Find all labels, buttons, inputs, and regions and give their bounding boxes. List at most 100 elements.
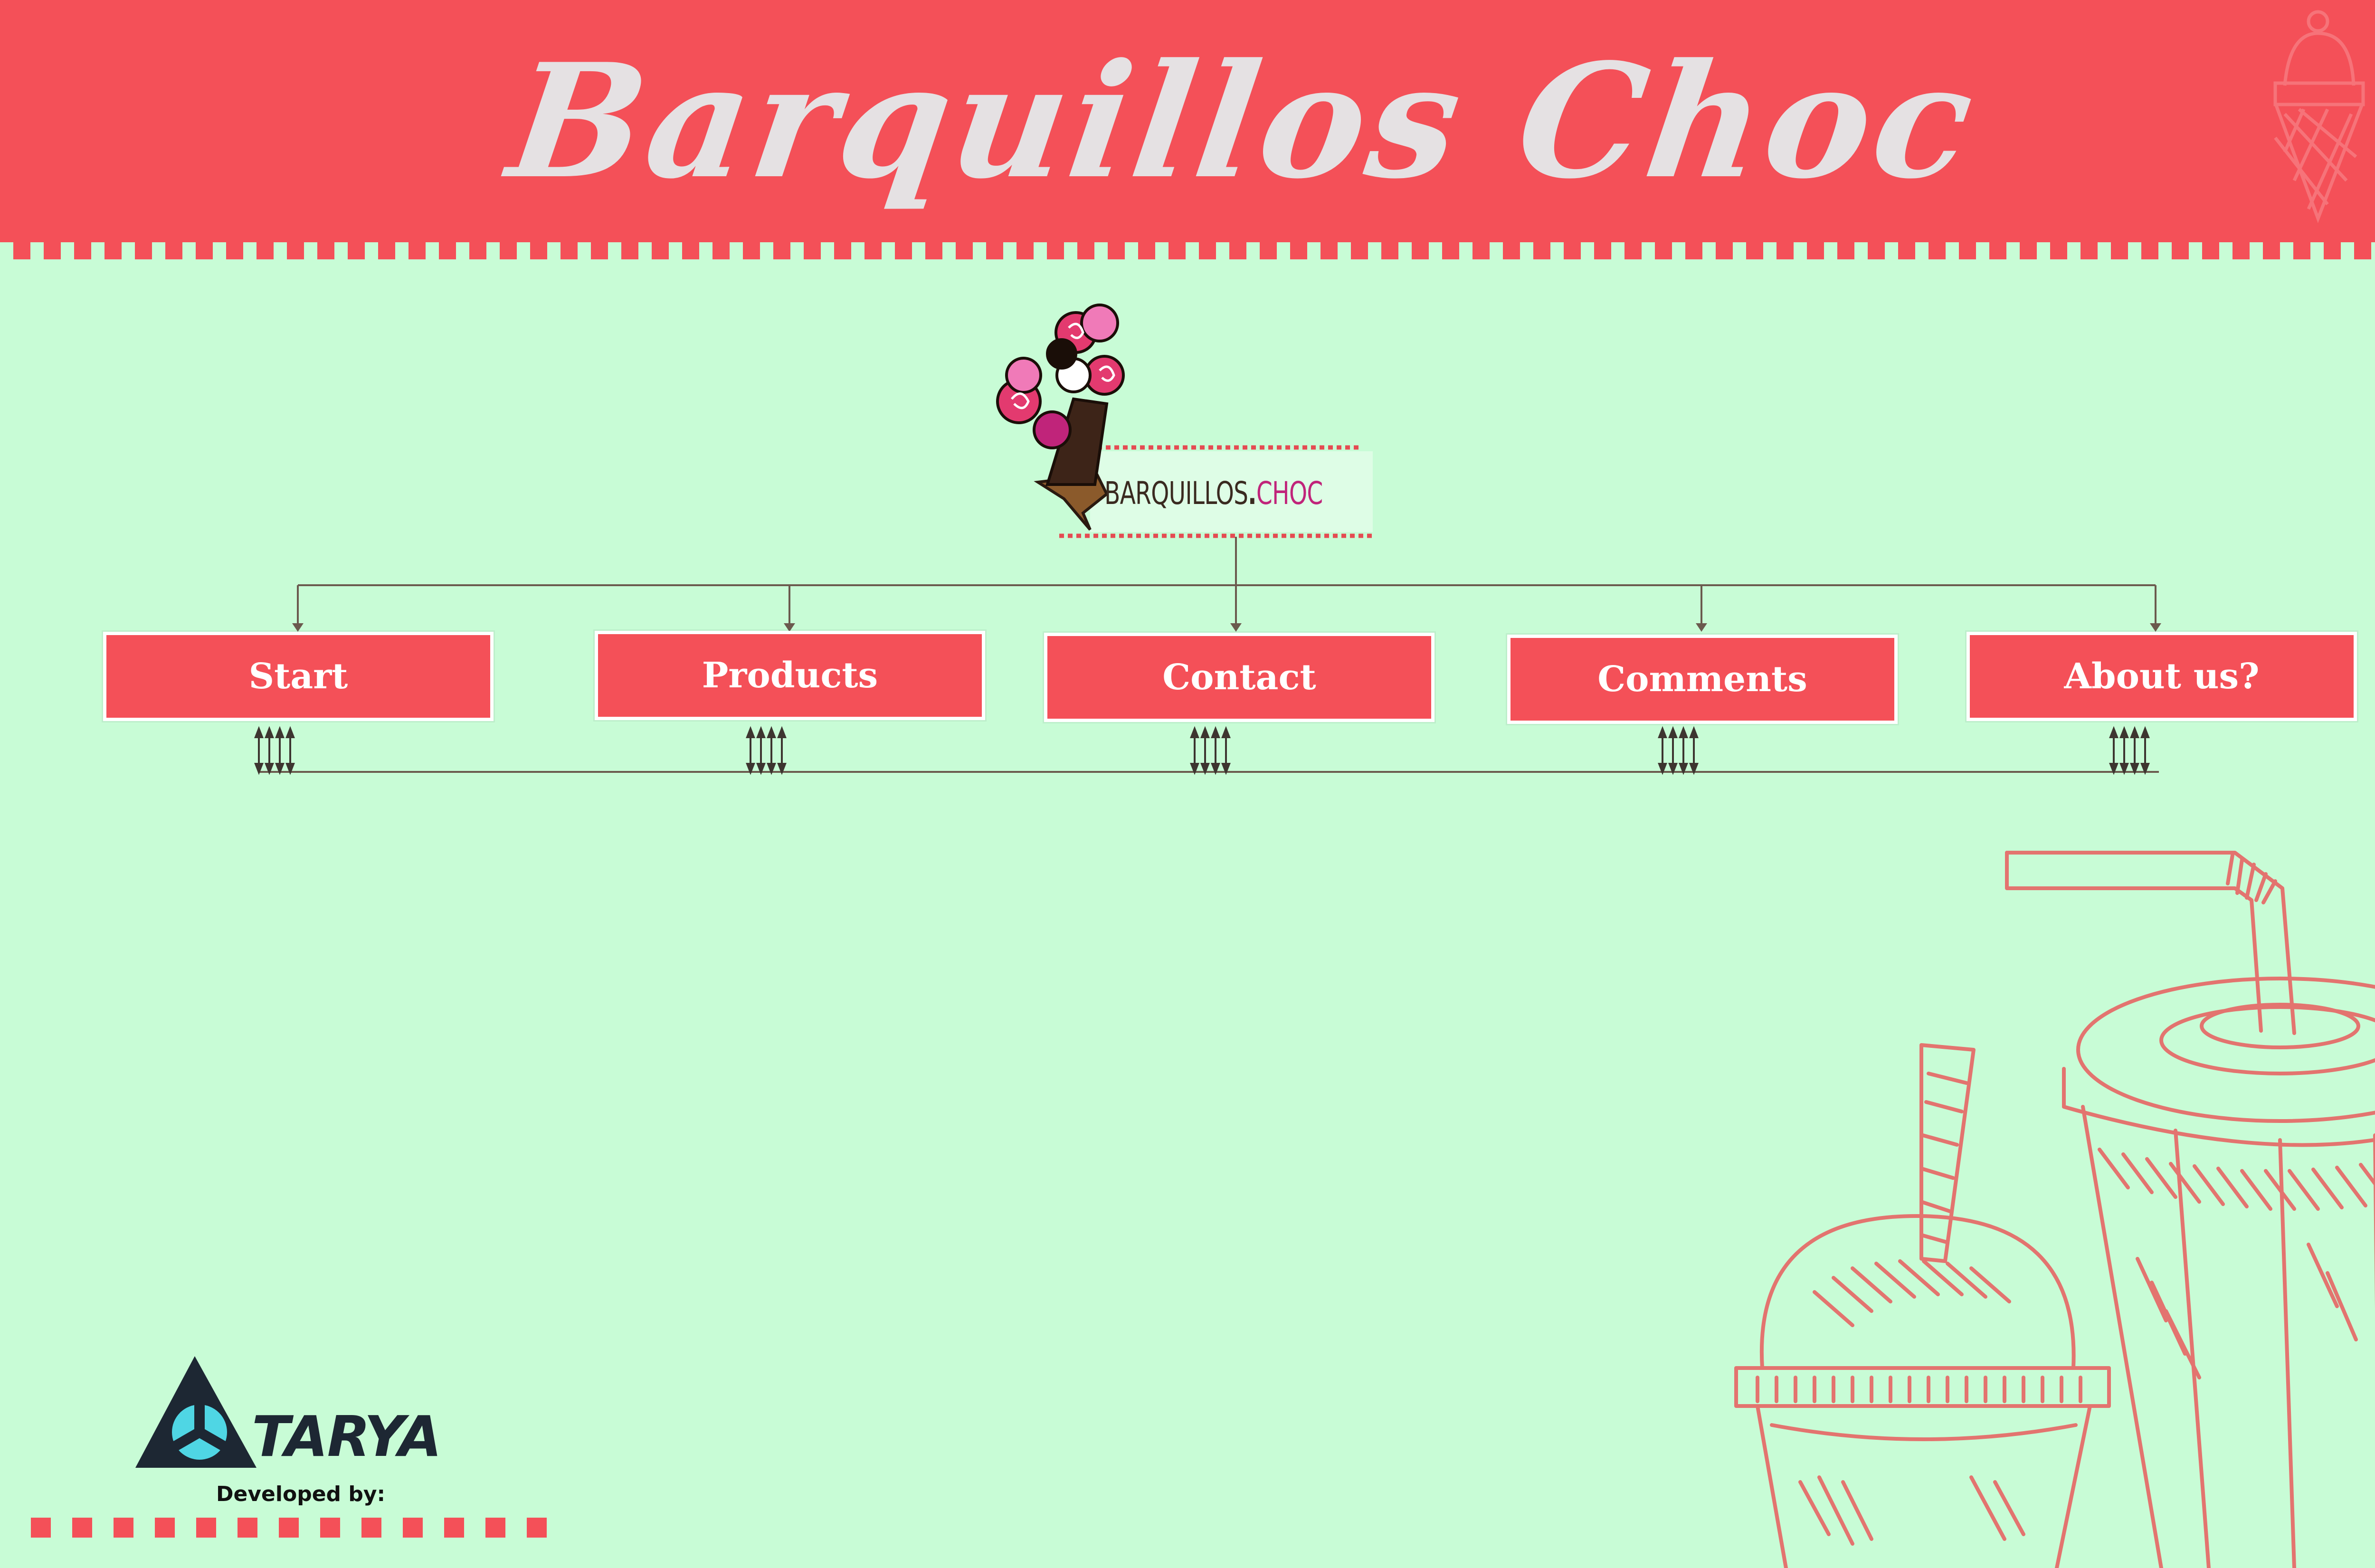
header-dot <box>1624 242 1642 259</box>
header-dot <box>925 242 942 259</box>
header-dot <box>1655 242 1672 259</box>
arrow-up-head <box>285 726 295 738</box>
arrow-up-head <box>1221 726 1231 738</box>
header-dot <box>1685 242 1702 259</box>
header-dot <box>834 242 851 259</box>
arrow-up-head <box>1689 726 1699 738</box>
header-dot <box>1898 242 1915 259</box>
footer-dot <box>361 1518 381 1538</box>
atarya-logo-icon <box>135 1356 256 1468</box>
header-dot <box>408 242 426 259</box>
header-dot <box>1047 242 1064 259</box>
ice-cream-cone-icon <box>2273 10 2365 223</box>
header-dot <box>165 242 182 259</box>
header-dotted-border <box>13 242 2371 259</box>
header-dot <box>1503 242 1520 259</box>
arrow-up-head <box>2130 726 2139 738</box>
arrow-down-head <box>2119 763 2129 775</box>
logo-text-dot: . <box>1248 475 1256 512</box>
header-dot <box>1776 242 1794 259</box>
header-dot <box>1564 242 1581 259</box>
arrow-down-head <box>1689 763 1699 775</box>
header-dot <box>2020 242 2037 259</box>
header-dot <box>226 242 243 259</box>
footer-dot <box>527 1518 547 1538</box>
header-dot <box>530 242 547 259</box>
drinks-sketch <box>1734 851 2375 1568</box>
nav-box-contact[interactable]: Contact <box>1044 633 1434 722</box>
arrow-down-head <box>2109 763 2118 775</box>
developed-by-label: Developed by: <box>216 1482 386 1506</box>
arrow-up-head <box>1658 726 1667 738</box>
arrow-down-head <box>285 763 295 775</box>
arrow-down-head <box>1221 763 1231 775</box>
connector-arrowheads <box>292 623 2161 632</box>
arrow-down-head <box>2130 763 2139 775</box>
header-dot <box>682 242 699 259</box>
header-dot <box>1868 242 1885 259</box>
header-dot <box>1138 242 1155 259</box>
arrow-down-head <box>767 763 776 775</box>
nav-box-start[interactable]: Start <box>103 632 494 721</box>
header-dot <box>1199 242 1216 259</box>
header-dot <box>135 242 152 259</box>
arrow-up-head <box>1190 726 1199 738</box>
header-dot <box>1928 242 1946 259</box>
header-dot <box>1168 242 1186 259</box>
arrow-up-head <box>2119 726 2129 738</box>
header-dot <box>2232 242 2250 259</box>
arrow-down-head <box>275 763 285 775</box>
arrow-down-head <box>1190 763 1199 775</box>
header-dot <box>2080 242 2098 259</box>
arrow-up-head <box>756 726 766 738</box>
arrow-down-head <box>1211 763 1220 775</box>
header-dot <box>1290 242 1307 259</box>
nav-box-products[interactable]: Products <box>595 631 985 720</box>
footer-dot <box>238 1518 257 1538</box>
footer-dot <box>485 1518 505 1538</box>
header-dot <box>348 242 365 259</box>
footer-dot <box>72 1518 92 1538</box>
arrow-down-head <box>1658 763 1667 775</box>
arrow-up-head <box>1211 726 1220 738</box>
logo-wordmark: BARQUILLOS.CHOC <box>1104 475 1323 512</box>
arrow-up-head <box>767 726 776 738</box>
header-dot <box>2202 242 2219 259</box>
footer-dot <box>279 1518 299 1538</box>
arrow-up-head <box>1200 726 1210 738</box>
nav-box-about-us[interactable]: About us? <box>1966 632 2357 721</box>
header-dot <box>743 242 760 259</box>
connector-lines <box>259 537 2159 773</box>
footer-dotted-line <box>31 1518 547 1538</box>
header-dot <box>2354 242 2371 259</box>
arrow-down-head <box>1679 763 1688 775</box>
header-dot <box>104 242 122 259</box>
header-dot <box>986 242 1003 259</box>
header-dot <box>378 242 395 259</box>
header-dot <box>2324 242 2341 259</box>
header-dot <box>1016 242 1034 259</box>
header-dot <box>2050 242 2067 259</box>
arrow-up-head <box>275 726 285 738</box>
logo-text-accent: CHOC <box>1256 475 1323 512</box>
header-dot <box>500 242 517 259</box>
header-dot <box>1989 242 2006 259</box>
arrow-up-head <box>777 726 787 738</box>
nav-box-comments[interactable]: Comments <box>1507 635 1898 724</box>
header-dot <box>1229 242 1246 259</box>
header-dot <box>1807 242 1824 259</box>
header-dot <box>1442 242 1459 259</box>
header-dot <box>1746 242 1763 259</box>
arrow-up-head <box>254 726 264 738</box>
arrow-down-head <box>265 763 274 775</box>
header-dot <box>2293 242 2310 259</box>
header-dot <box>1472 242 1490 259</box>
header-dot <box>13 242 30 259</box>
arrow-down-head <box>777 763 787 775</box>
header-dot <box>1716 242 1733 259</box>
page-title: Barquillos Choc <box>499 29 1987 213</box>
logo-text-main: BARQUILLOS <box>1104 475 1248 512</box>
header-dot <box>256 242 274 259</box>
header-dot <box>621 242 638 259</box>
